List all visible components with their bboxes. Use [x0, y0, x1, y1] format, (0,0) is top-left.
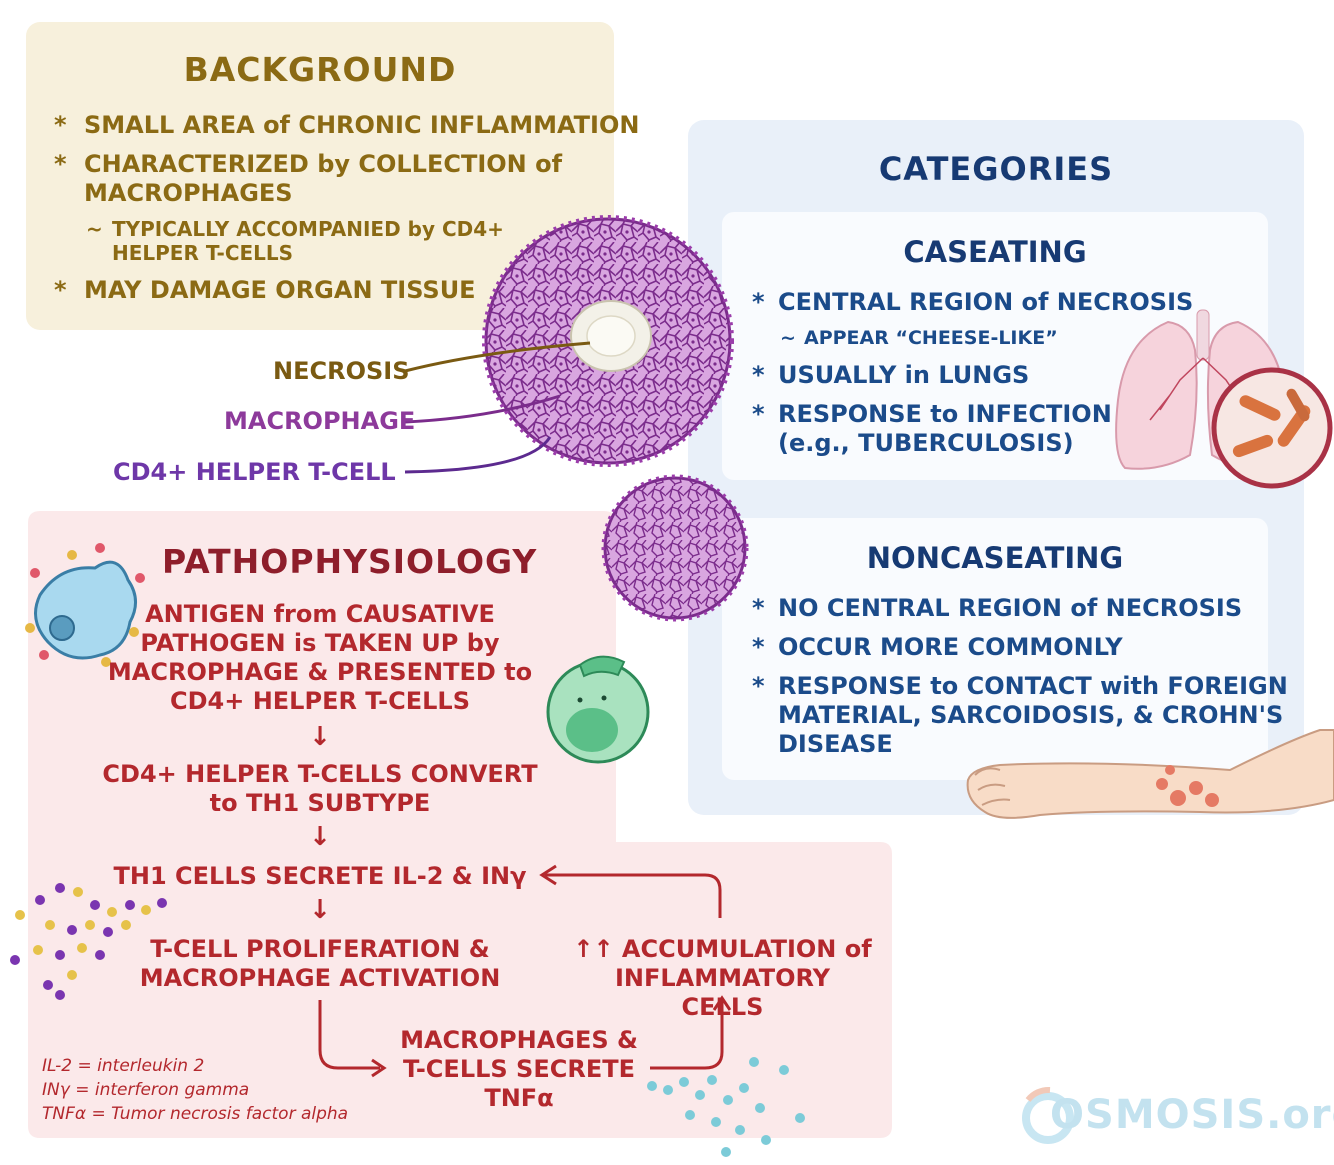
patho-step-line: T-CELL PROLIFERATION & — [150, 935, 490, 963]
feedback-arrow — [545, 873, 722, 918]
patho-step-line: CD4+ HELPER T-CELLS — [170, 687, 470, 715]
patho-step-line: to TH1 SUBTYPE — [209, 789, 431, 817]
patho-step-convert: CD4+ HELPER T-CELLS CONVERT to TH1 SUBTY… — [90, 760, 550, 818]
cytokine-particles-left — [10, 883, 167, 1000]
caseating-sub: APPEAR “CHEESE-LIKE” — [804, 327, 1058, 349]
tnf-particles — [647, 1057, 805, 1157]
background-bullet: * — [54, 276, 67, 304]
flow-arrows — [318, 864, 732, 1078]
patho-step-line: MACROPHAGES & — [400, 1026, 638, 1054]
noncaseating-item-2: OCCUR MORE COMMONLY — [778, 633, 1123, 661]
patho-step-line: INFLAMMATORY CELLS — [614, 964, 831, 1021]
categories-title: CATEGORIES — [878, 150, 1114, 188]
background-sub-1: TYPICALLY ACCOMPANIED by CD4+ — [112, 217, 504, 241]
pathophysiology-title: PATHOPHYSIOLOGY — [162, 542, 538, 581]
noncaseating-item-1: NO CENTRAL REGION of NECROSIS — [778, 594, 1243, 622]
abbreviation-legend: IL-2 = interleukin 2 INγ = interferon ga… — [42, 1054, 348, 1126]
noncaseating-bullet: * — [752, 633, 765, 661]
patho-step-proliferation: T-CELL PROLIFERATION & MACROPHAGE ACTIVA… — [110, 935, 530, 993]
background-sub-2: HELPER T-CELLS — [112, 241, 294, 265]
down-arrow: ↓ — [309, 822, 331, 852]
patho-step-secrete: TH1 CELLS SECRETE IL-2 & INγ — [113, 862, 527, 890]
patho-step-line: CD4+ HELPER T-CELLS CONVERT — [102, 760, 538, 788]
to-accumulation-arrowhead — [712, 995, 732, 1011]
noncaseating-bullet: * — [752, 672, 765, 700]
necrosis-label: NECROSIS — [273, 357, 410, 385]
caseating-bullet: * — [752, 400, 765, 428]
feedback-arrowhead — [539, 864, 557, 886]
macrophage-leader-line — [404, 394, 561, 424]
down-arrow: ↓ — [309, 895, 331, 925]
caseating-item-1: CENTRAL REGION of NECROSIS — [778, 288, 1194, 316]
osmosis-logo-icon — [1022, 1092, 1074, 1144]
noncaseating-bullet: * — [752, 594, 765, 622]
down-arrow: ↓ — [309, 722, 331, 752]
background-title: BACKGROUND — [183, 50, 457, 89]
legend-line: TNFα = Tumor necrosis factor alpha — [42, 1104, 349, 1124]
granuloma-noncaseating-illustration — [601, 474, 749, 622]
pathophysiology-panel — [28, 511, 892, 1138]
to-secrete-arrowhead — [371, 1058, 387, 1078]
caseating-item-4: (e.g., TUBERCULOSIS) — [778, 429, 1074, 457]
noncaseating-title: NONCASEATING — [866, 541, 1124, 575]
t-helper-cell-illustration — [546, 655, 650, 764]
background-bullet: * — [54, 111, 67, 139]
background-item-1: SMALL AREA of CHRONIC INFLAMMATION — [84, 111, 640, 139]
caseating-title: CASEATING — [903, 235, 1087, 269]
patho-step-line: TNFα — [484, 1084, 554, 1112]
osmosis-logo-text[interactable]: OSMOSIS.org — [1050, 1092, 1334, 1138]
caseating-item-2: USUALLY in LUNGS — [778, 361, 1030, 389]
tcell-leader-line — [404, 436, 552, 474]
caseating-item-3: RESPONSE to INFECTION — [778, 400, 1112, 428]
legend-line: INγ = interferon gamma — [42, 1080, 250, 1100]
tuberculosis-bacteria-illustration — [1211, 367, 1333, 489]
to-accumulation-arrow — [650, 1000, 724, 1070]
patho-step-line: ANTIGEN from CAUSATIVE — [145, 600, 495, 628]
patho-step-line: T-CELLS SECRETE — [403, 1055, 635, 1083]
legend-line: IL-2 = interleukin 2 — [42, 1056, 205, 1076]
tcell-label: CD4+ HELPER T-CELL — [113, 458, 396, 486]
granuloma-caseating-illustration — [482, 215, 734, 467]
caseating-bullet: * — [752, 361, 765, 389]
patho-step-line: PATHOGEN is TAKEN UP by — [140, 629, 500, 657]
to-secrete-arrow — [318, 1000, 380, 1070]
caseating-bullet: * — [752, 288, 765, 316]
patho-step-antigen: ANTIGEN from CAUSATIVE PATHOGEN is TAKEN… — [100, 600, 540, 716]
patho-step-line: MACROPHAGE ACTIVATION — [139, 964, 501, 992]
patho-step-accumulation: ↑↑ ACCUMULATION of INFLAMMATORY CELLS — [570, 935, 875, 1022]
background-item-2: CHARACTERIZED by COLLECTION of — [84, 150, 563, 178]
arm-skin-lesion-illustration — [966, 729, 1334, 819]
noncaseating-item-4: MATERIAL, SARCOIDOSIS, & CROHN'S — [778, 701, 1284, 729]
necrosis-leader-line — [404, 341, 591, 373]
background-bullet: * — [54, 150, 67, 178]
patho-step-tnf: MACROPHAGES & T-CELLS SECRETE TNFα — [385, 1026, 653, 1113]
background-item-2b: MACROPHAGES — [84, 179, 293, 207]
noncaseating-item-3: RESPONSE to CONTACT with FOREIGN — [778, 672, 1288, 700]
antigen-presenting-cell-illustration — [25, 543, 145, 667]
noncaseating-item-5: DISEASE — [778, 730, 893, 758]
background-item-3: MAY DAMAGE ORGAN TISSUE — [84, 276, 476, 304]
noncaseating-card — [722, 518, 1268, 780]
patho-step-line: MACROPHAGE & PRESENTED to — [107, 658, 533, 686]
patho-step-line: ↑↑ ACCUMULATION of — [573, 935, 872, 963]
background-tilde: ~ — [86, 217, 103, 241]
macrophage-label: MACROPHAGE — [224, 407, 416, 435]
caseating-tilde: ~ — [780, 327, 796, 349]
